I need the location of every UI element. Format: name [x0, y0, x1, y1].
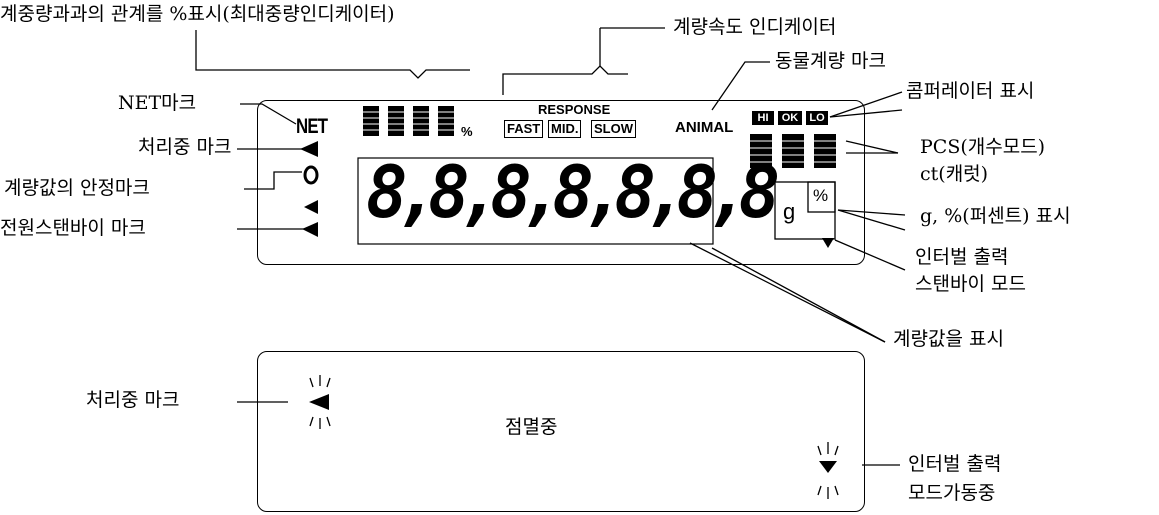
weight-digits: 8,8,8,8,8,8,8: [366, 150, 780, 234]
label-interval-active-1: 인터벌 출력: [908, 453, 1002, 475]
label-comparator: 콤퍼레이터 표시: [906, 80, 1035, 102]
label-processing-2: 처리중 마크: [86, 389, 180, 411]
label-interval-standby-2: 스탠바이 모드: [915, 273, 1026, 295]
comparator-ok: OK: [778, 111, 802, 125]
response-mid: MID.: [548, 120, 582, 138]
response-label: RESPONSE: [538, 102, 611, 117]
response-slow: SLOW: [591, 120, 636, 138]
label-interval-active-2: 모드가동중: [908, 482, 996, 504]
label-weight-value: 계량값을 표시: [893, 328, 1004, 350]
comparator-hi: HI: [752, 111, 774, 125]
comparator-lo: LO: [806, 111, 828, 125]
label-max-indicator: 계중량과과의 관계를 %표시(최대중량인디케이터): [0, 3, 395, 25]
label-net-mark: NET마크: [118, 92, 197, 114]
unit-g: g: [783, 199, 796, 224]
interval-mark-blink-icon: [819, 461, 837, 473]
unit-percent: %: [813, 186, 829, 205]
label-carat: ct(캐럿): [920, 163, 989, 185]
animal-indicator: ANIMAL: [675, 119, 734, 136]
label-blinking: 점멸중: [505, 416, 558, 438]
label-response-indicator: 계량속도 인디케이터: [673, 16, 837, 38]
label-g-percent: g, %(퍼센트) 표시: [920, 205, 1071, 227]
lcd-panel-blinking: [257, 351, 865, 512]
label-processing: 처리중 마크: [138, 136, 232, 158]
label-standby: 전원스탠바이 마크: [0, 217, 146, 239]
lcd-panel: [257, 100, 865, 265]
stable-mark-icon: [303, 165, 319, 185]
response-fast: FAST: [504, 120, 544, 138]
label-interval-standby-1: 인터벌 출력: [915, 246, 1009, 268]
interval-mark-icon: [822, 238, 834, 248]
percent-indicator: %: [461, 124, 473, 139]
label-pcs: PCS(개수모드): [920, 136, 1046, 158]
label-animal-mark: 동물계량 마크: [775, 50, 886, 72]
processing-mark-blink-icon: [309, 394, 329, 410]
processing-mark-icon: [300, 141, 318, 157]
net-indicator: NET: [296, 115, 328, 138]
label-stable: 계량값의 안정마크: [4, 177, 150, 199]
